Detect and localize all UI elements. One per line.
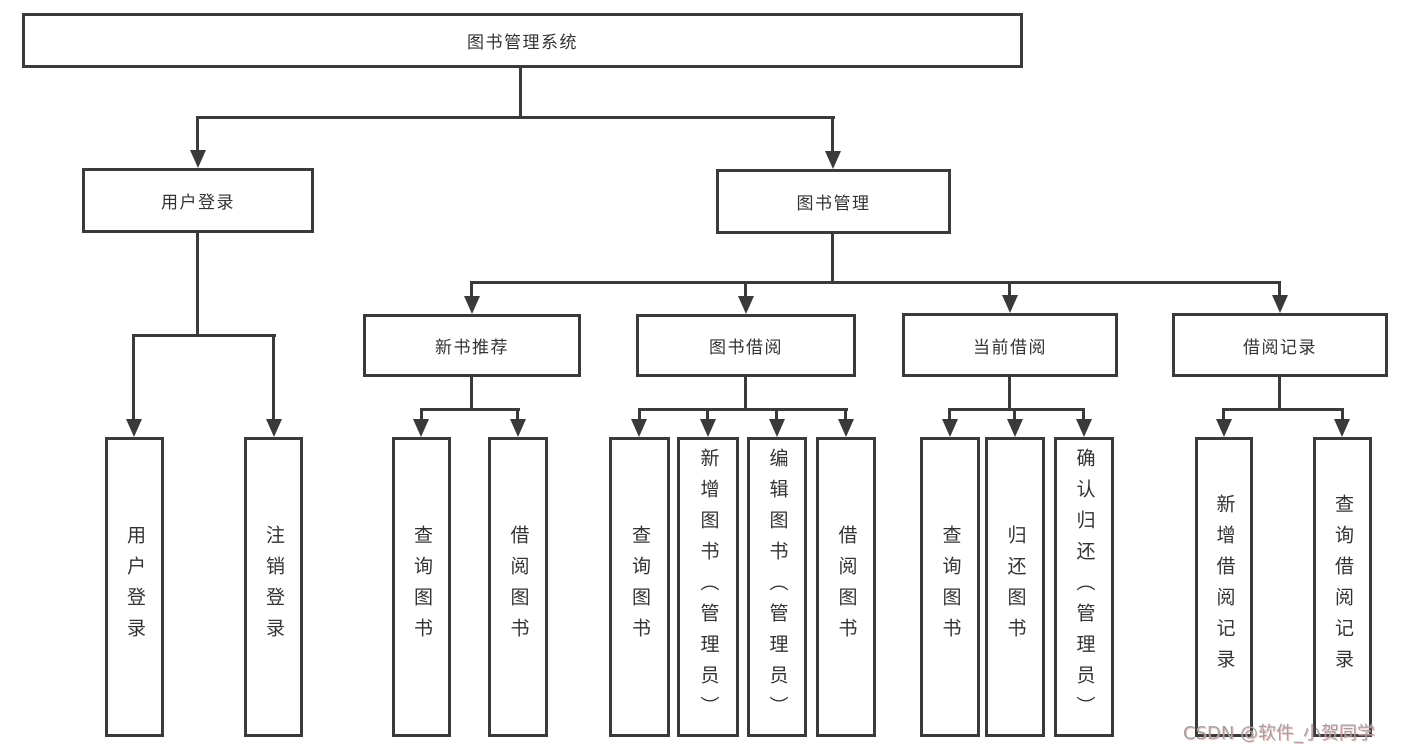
- arrow-down-icon: [838, 419, 854, 437]
- connector-drop-book-mgmt: [831, 116, 834, 152]
- connector-branch: [1222, 408, 1344, 411]
- leaf-label: 新增借阅记录: [1213, 494, 1236, 680]
- arrow-down-icon: [413, 419, 429, 437]
- leaf-label: 借阅图书: [835, 525, 858, 649]
- arrow-down-icon: [510, 419, 526, 437]
- leaf-user-login: 用户登录: [105, 437, 164, 737]
- leaf-borrow-books: 借阅图书: [816, 437, 876, 737]
- leaf-label: 注销登录: [263, 525, 285, 649]
- arrow-down-icon: [1076, 419, 1092, 437]
- node-book-management: 图书管理: [716, 169, 951, 234]
- leaf-label: 归还图书: [1004, 525, 1027, 649]
- connector-stem: [470, 377, 473, 410]
- arrow-down-icon: [825, 151, 841, 169]
- node-label: 用户登录: [161, 193, 235, 213]
- connector-stem: [744, 377, 747, 410]
- leaf-label: 查询图书: [939, 525, 962, 649]
- node-root-library-system: 图书管理系统: [22, 13, 1023, 68]
- arrow-down-icon: [700, 419, 716, 437]
- connector-branch: [948, 408, 1085, 411]
- arrow-down-icon: [1334, 419, 1350, 437]
- leaf-label: 编辑图书（管理员）: [766, 447, 789, 727]
- connector-drop-leaf: [1341, 408, 1344, 421]
- connector-drop-borrow-records: [1278, 281, 1281, 297]
- node-label: 借阅记录: [1243, 337, 1317, 358]
- connector-drop-new-book: [470, 281, 473, 297]
- connector-drop-leaf: [948, 408, 951, 421]
- connector-stem: [1278, 377, 1281, 410]
- leaf-return-books: 归还图书: [985, 437, 1045, 737]
- connector-drop-book-borrow: [744, 281, 747, 297]
- arrow-down-icon: [1002, 295, 1018, 313]
- arrow-down-icon: [126, 419, 142, 437]
- leaf-query-borrow-record: 查询借阅记录: [1313, 437, 1372, 737]
- leaf-label: 查询图书: [629, 525, 651, 649]
- connector-drop-leaf: [132, 334, 135, 420]
- connector-drop-leaf: [844, 408, 847, 421]
- connector-drop-leaf: [516, 408, 519, 421]
- arrow-down-icon: [738, 296, 754, 314]
- leaf-label: 查询图书: [411, 525, 433, 649]
- connector-user-login-branch: [132, 334, 276, 337]
- leaf-edit-books-admin: 编辑图书（管理员）: [747, 437, 807, 737]
- node-label: 图书借阅: [709, 338, 783, 358]
- node-label: 图书管理: [796, 194, 871, 214]
- node-new-book-recommend: 新书推荐: [363, 314, 581, 377]
- leaf-label: 借阅图书: [507, 525, 530, 649]
- arrow-down-icon: [190, 150, 206, 168]
- arrow-down-icon: [464, 296, 480, 314]
- node-borrow-records: 借阅记录: [1172, 313, 1388, 377]
- connector-book-mgmt-stem: [831, 234, 834, 282]
- connector-drop-leaf: [638, 408, 641, 421]
- leaf-query-books-recommend: 查询图书: [392, 437, 451, 737]
- leaf-add-borrow-record: 新增借阅记录: [1195, 437, 1253, 737]
- leaf-logout: 注销登录: [244, 437, 303, 737]
- connector-drop-user-login: [196, 116, 199, 152]
- connector-level2-branch: [196, 116, 835, 119]
- arrow-down-icon: [1272, 295, 1288, 313]
- connector-root-stem: [519, 66, 522, 117]
- leaf-query-books-current: 查询图书: [920, 437, 980, 737]
- connector-drop-leaf: [420, 408, 423, 421]
- connector-drop-leaf: [272, 334, 275, 420]
- arrow-down-icon: [266, 419, 282, 437]
- csdn-watermark: CSDN @软件_小贺同学: [1183, 723, 1376, 744]
- leaf-query-books-borrow: 查询图书: [609, 437, 670, 737]
- node-current-borrow: 当前借阅: [902, 313, 1118, 377]
- node-user-login: 用户登录: [82, 168, 314, 233]
- leaf-add-books-admin: 新增图书（管理员）: [677, 437, 739, 737]
- arrow-down-icon: [769, 419, 785, 437]
- leaf-label: 确认归还（管理员）: [1073, 447, 1096, 727]
- node-label: 新书推荐: [435, 338, 509, 358]
- connector-branch: [420, 408, 520, 411]
- arrow-down-icon: [942, 419, 958, 437]
- arrow-down-icon: [631, 419, 647, 437]
- node-book-borrow: 图书借阅: [636, 314, 856, 377]
- connector-user-login-stem: [196, 233, 199, 335]
- connector-drop-leaf: [1082, 408, 1085, 421]
- leaf-borrow-books-recommend: 借阅图书: [488, 437, 548, 737]
- leaf-confirm-return-admin: 确认归还（管理员）: [1054, 437, 1114, 737]
- connector-drop-leaf: [1222, 408, 1225, 421]
- leaf-label: 用户登录: [124, 525, 146, 649]
- connector-drop-current-borrow: [1008, 281, 1011, 297]
- arrow-down-icon: [1216, 419, 1232, 437]
- connector-stem: [1008, 377, 1011, 410]
- connector-drop-leaf: [775, 408, 778, 421]
- node-label: 图书管理系统: [467, 33, 578, 53]
- node-label: 当前借阅: [973, 337, 1047, 358]
- leaf-label: 查询借阅记录: [1332, 494, 1354, 680]
- arrow-down-icon: [1007, 419, 1023, 437]
- connector-branch: [638, 408, 848, 411]
- connector-level3-branch: [470, 281, 1281, 284]
- connector-drop-leaf: [706, 408, 709, 421]
- leaf-label: 新增图书（管理员）: [697, 447, 720, 727]
- connector-drop-leaf: [1013, 408, 1016, 421]
